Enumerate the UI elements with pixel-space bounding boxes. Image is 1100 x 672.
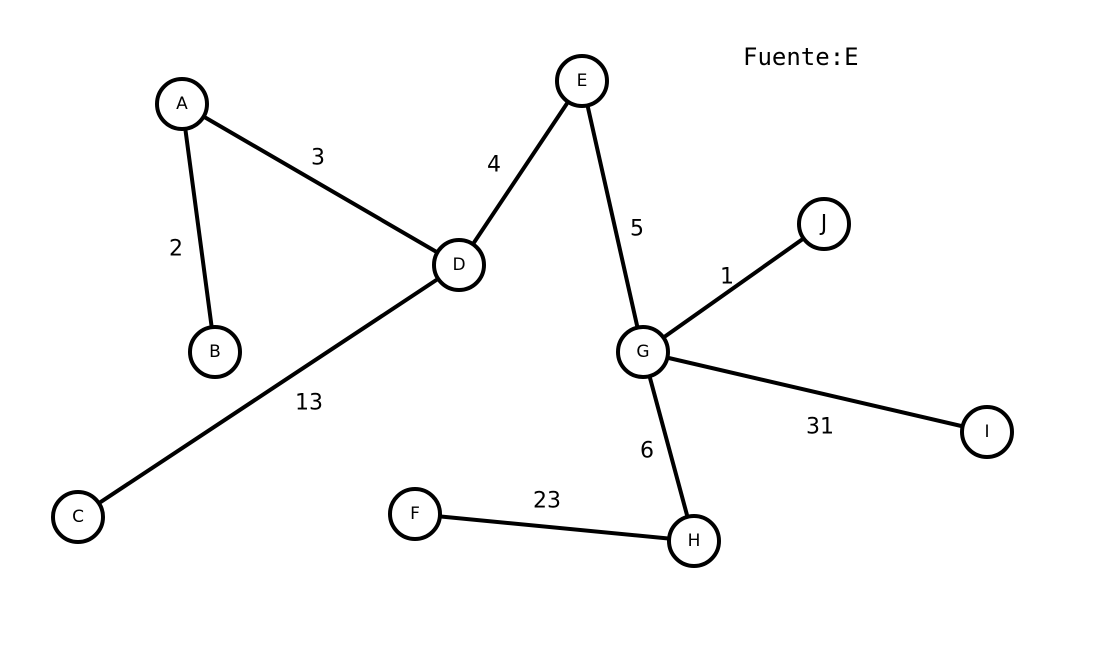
edge-g-h (641, 350, 696, 543)
node-label-j: J (819, 212, 828, 237)
node-circle-a (155, 77, 209, 131)
node-circle-h (667, 514, 721, 568)
source-label: Fuente:E (743, 43, 859, 71)
node-label-d: D (452, 255, 465, 275)
edge-weight-g-j: 1 (720, 265, 734, 290)
node-i: I (960, 405, 1014, 459)
node-circle-g (616, 325, 670, 379)
node-circle-f (388, 487, 442, 541)
edge-g-i (641, 350, 989, 434)
node-label-a: A (176, 94, 188, 114)
edge-weight-g-i: 31 (806, 415, 834, 440)
edge-d-c (76, 263, 461, 519)
edge-weight-a-d: 3 (311, 146, 325, 171)
node-d: D (432, 238, 486, 292)
node-circle-d (432, 238, 486, 292)
node-c: C (51, 490, 105, 544)
node-circle-b (188, 325, 242, 379)
node-circle-j (797, 197, 851, 251)
edge-d-e (457, 79, 584, 267)
node-label-b: B (209, 342, 221, 362)
edge-weight-a-b: 2 (169, 237, 183, 262)
edge-h-f (413, 512, 696, 543)
edge-g-j (641, 222, 826, 354)
node-circle-i (960, 405, 1014, 459)
edge-weight-h-f: 23 (533, 489, 561, 514)
nodes-layer: A B C D E F G H I J (51, 54, 1014, 568)
node-h: H (667, 514, 721, 568)
node-a: A (155, 77, 209, 131)
node-label-i: I (984, 422, 989, 442)
edge-a-b (180, 102, 217, 354)
edge-weight-d-c: 13 (295, 391, 323, 416)
node-f: F (388, 487, 442, 541)
edges-layer (76, 79, 989, 543)
node-label-c: C (72, 507, 84, 527)
edge-e-g (580, 79, 645, 354)
node-label-f: F (410, 504, 420, 524)
edge-a-d (180, 102, 461, 267)
node-b: B (188, 325, 242, 379)
edge-weight-g-h: 6 (640, 439, 654, 464)
node-circle-e (555, 54, 609, 108)
edge-weight-e-g: 5 (630, 217, 644, 242)
node-circle-c (51, 490, 105, 544)
node-e: E (555, 54, 609, 108)
node-j: J (797, 197, 851, 251)
node-label-h: H (688, 531, 701, 551)
node-g: G (616, 325, 670, 379)
edge-weight-d-e: 4 (487, 153, 501, 178)
node-label-g: G (636, 342, 649, 362)
node-label-e: E (577, 71, 588, 91)
